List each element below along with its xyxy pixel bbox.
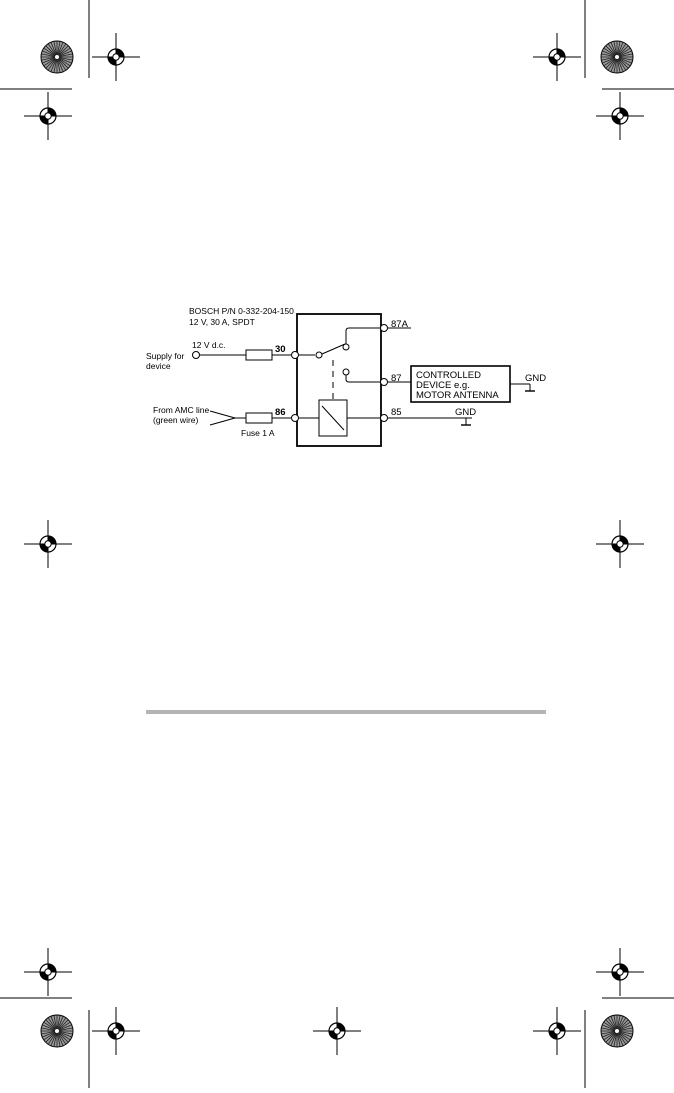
terminal-85: [381, 415, 388, 422]
registration-mark-icon: [596, 948, 644, 996]
coil-ground-label: GND: [455, 407, 476, 418]
switch-common-contact: [316, 352, 322, 358]
color-star-icon: [41, 1015, 73, 1047]
fuse-label: Fuse 1 A: [241, 428, 275, 438]
registration-mark-icon: [24, 520, 72, 568]
relay-wiring-diagram: [193, 314, 536, 446]
contact-87: [343, 369, 349, 375]
contact-87-wire: [346, 375, 380, 382]
terminal-86: [292, 415, 299, 422]
contact-87a-wire: [346, 328, 380, 344]
registration-mark-icon: [92, 1007, 140, 1055]
amc-fuse: [246, 413, 272, 423]
terminal-30-label: 30: [275, 344, 286, 355]
amc-arrow-upper: [210, 411, 235, 418]
coil-symbol: [322, 406, 344, 430]
color-star-icon: [41, 41, 73, 73]
color-star-icon: [601, 1015, 633, 1047]
terminal-87: [381, 379, 388, 386]
registration-mark-icon: [24, 92, 72, 140]
contact-87a: [343, 344, 349, 350]
supply-label-line1: Supply for: [146, 351, 184, 361]
supply-fuse: [246, 350, 272, 360]
switch-blade: [322, 344, 345, 354]
relay-rating: 12 V, 30 A, SPDT: [189, 317, 255, 327]
registration-mark-icons: [24, 33, 644, 1055]
supply-voltage-label: 12 V d.c.: [192, 340, 226, 350]
amc-arrow-lower: [210, 418, 235, 425]
terminal-87-label: 87: [391, 373, 402, 384]
terminal-87a-label: 87A: [391, 319, 409, 330]
section-divider: [146, 710, 546, 714]
registration-mark-icon: [533, 1007, 581, 1055]
color-star-icon: [601, 41, 633, 73]
supply-label-line2: device: [146, 361, 171, 371]
device-label-line3: MOTOR ANTENNA: [416, 390, 499, 401]
registration-mark-icon: [596, 520, 644, 568]
registration-mark-icon: [24, 948, 72, 996]
registration-mark-icon: [92, 33, 140, 81]
terminal-85-label: 85: [391, 407, 402, 418]
color-star-icons: [41, 41, 633, 1047]
terminal-87a: [381, 325, 388, 332]
amc-label-line1: From AMC line: [153, 405, 209, 415]
registration-mark-icon: [313, 1007, 361, 1055]
supply-terminal: [193, 352, 200, 359]
relay-part-number: BOSCH P/N 0-332-204-150: [189, 306, 294, 316]
registration-mark-icon: [533, 33, 581, 81]
amc-label-line2: (green wire): [153, 415, 199, 425]
terminal-30: [292, 352, 299, 359]
terminal-86-label: 86: [275, 407, 286, 418]
relay-housing: [297, 314, 381, 446]
registration-mark-icon: [596, 92, 644, 140]
device-ground-label: GND: [525, 373, 546, 384]
